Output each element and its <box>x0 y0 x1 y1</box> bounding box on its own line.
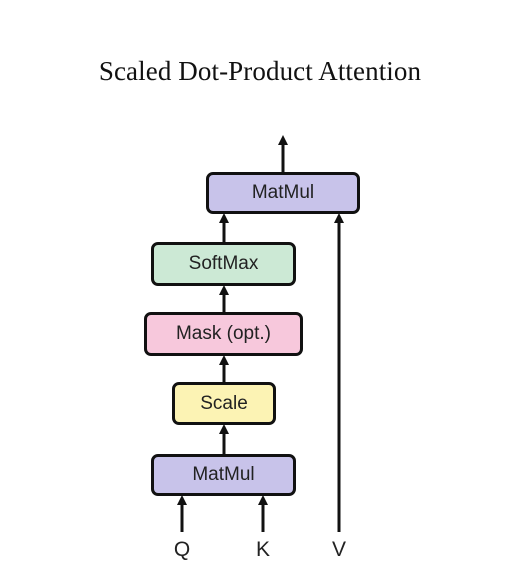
matmul-top-block: MatMul <box>206 172 360 214</box>
v-label: V <box>331 538 346 561</box>
q-label: Q <box>173 538 191 561</box>
k-label: K <box>255 538 270 561</box>
matmul-bottom-block: MatMul <box>151 454 296 496</box>
diagram-title: Scaled Dot-Product Attention <box>98 56 422 86</box>
softmax-block: SoftMax <box>151 242 296 286</box>
scale-block: Scale <box>172 382 276 425</box>
mask-block: Mask (opt.) <box>144 312 303 356</box>
